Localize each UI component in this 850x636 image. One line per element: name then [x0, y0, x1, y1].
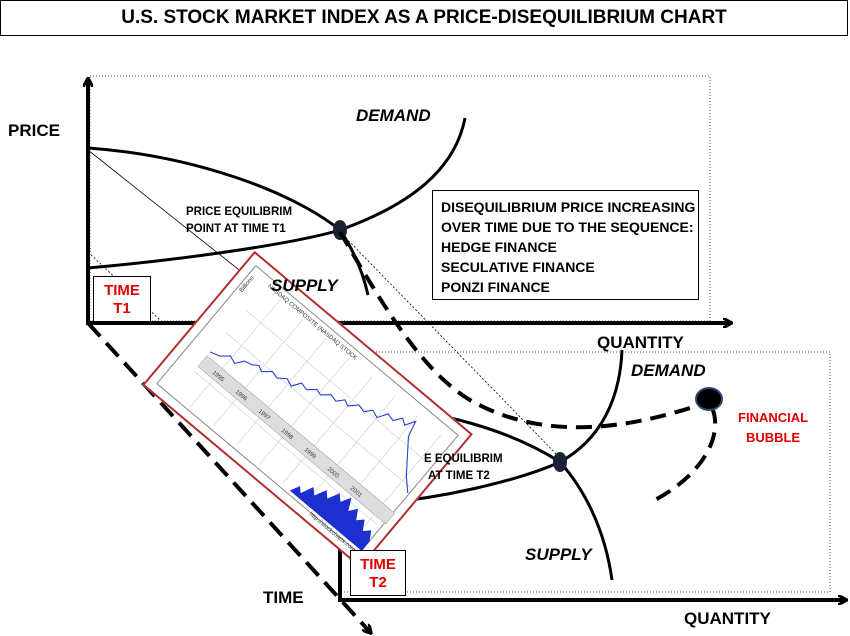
bubble-point — [695, 387, 723, 411]
info-line-3: HEDGE FINANCE — [441, 239, 557, 255]
page-title-text: U.S. STOCK MARKET INDEX AS A PRICE-DISEQ… — [121, 7, 727, 28]
supply-label-top: SUPPLY — [271, 276, 338, 295]
info-line-4: SECULATIVE FINANCE — [441, 259, 595, 275]
time-label: TIME — [263, 588, 304, 607]
info-line-1: DISEQUILIBRIUM PRICE INCREASING — [441, 199, 696, 215]
financial-bubble-line2: BUBBLE — [745, 430, 801, 445]
time-t2-line2: T2 — [369, 574, 387, 591]
financial-bubble-label: FINANCIAL BUBBLE — [738, 408, 808, 448]
time-t1-line2: T1 — [113, 300, 131, 317]
volume-bars — [289, 486, 372, 551]
demand-label-bottom: DEMAND — [631, 361, 706, 380]
quantity-label-top: QUANTITY — [597, 333, 684, 352]
time-t1-box: TIME T1 — [93, 276, 151, 322]
equilibrium-t2-line2: AT TIME T2 — [428, 470, 490, 482]
equilibrium-point-t2 — [553, 452, 567, 472]
supply-label-bottom: SUPPLY — [525, 545, 592, 564]
page-title: U.S. STOCK MARKET INDEX AS A PRICE-DISEQ… — [0, 0, 848, 36]
info-line-2: OVER TIME DUE TO THE SEQUENCE: — [441, 219, 694, 235]
quantity-label-bottom: QUANTITY — [684, 609, 771, 628]
info-line-5: PONZI FINANCE — [441, 279, 550, 295]
year-band — [197, 355, 396, 525]
equilibrium-t1-line1: PRICE EQUILIBRIM — [186, 206, 293, 218]
financial-bubble-line1: FINANCIAL — [738, 410, 809, 425]
equilibrium-t1-label: PRICE EQUILIBRIM POINT AT TIME T1 — [186, 204, 292, 238]
time-axis — [86, 321, 370, 632]
time-t1-line1: TIME — [104, 282, 140, 299]
index-line — [209, 351, 417, 494]
time-t2-line1: TIME — [360, 556, 396, 573]
equilibrium-t1-line2: POINT AT TIME T1 — [186, 223, 286, 235]
demand-label-top: DEMAND — [356, 106, 431, 125]
price-trajectory — [338, 230, 691, 430]
guide-line-3 — [339, 231, 561, 459]
equilibrium-t2-line1: E EQUILIBRIM — [424, 453, 503, 465]
upper-frame — [89, 75, 711, 322]
bubble-burst-path — [654, 407, 718, 502]
disequilibrium-info-box: DISEQUILIBRIUM PRICE INCREASING OVER TIM… — [432, 190, 699, 300]
equilibrium-t2-label: E EQUILIBRIM AT TIME T2 — [424, 451, 503, 485]
time-t2-box: TIME T2 — [350, 550, 406, 596]
price-label: PRICE — [8, 121, 60, 140]
lower-frame — [339, 351, 831, 593]
